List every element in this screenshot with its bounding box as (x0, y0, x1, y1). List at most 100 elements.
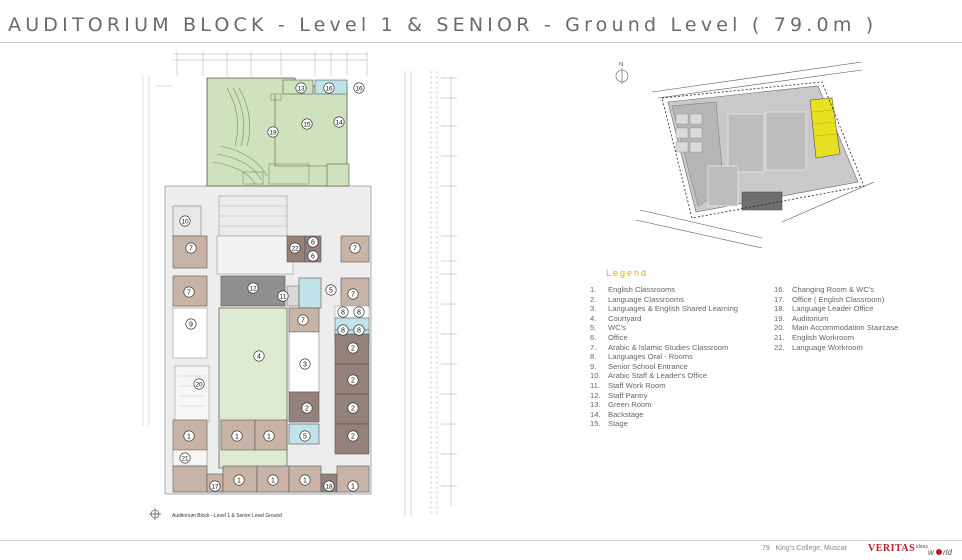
legend-item: 12.Staff Pantry (590, 391, 738, 401)
room-number: 5 (303, 434, 307, 441)
room-badge (299, 474, 311, 486)
legend-number: 16. (774, 285, 785, 294)
room-number: 15 (303, 122, 311, 129)
footer-text: 79 King's College, Muscat (762, 545, 847, 552)
room-badge (353, 324, 365, 336)
legend-number: 18. (774, 304, 785, 314)
legend-item: 20.Main Accommodation Staircase (774, 323, 898, 333)
room-number: 8 (341, 310, 345, 317)
room-number: 7 (189, 246, 193, 253)
legend-number: 8. (590, 352, 597, 362)
legend-label: Languages & English Shared Learning (608, 304, 739, 314)
legend-item: 4.Courtyard (590, 314, 738, 324)
room-number: 2 (305, 406, 309, 413)
legend-item: 19. Auditorium (774, 314, 898, 324)
ideas-world-logo: ideas w rld (916, 544, 952, 557)
legend-label: Arabic Staff & Leader's Office (608, 371, 708, 381)
room-badge (353, 306, 365, 318)
room-number: 1 (235, 434, 239, 441)
room-badge (307, 250, 319, 262)
room-badge (247, 282, 259, 294)
plan-caption: Auditorium Block - Level 1 & Senior Leve… (172, 513, 283, 519)
legend-number: 3. (590, 304, 597, 314)
room-badge (193, 378, 205, 390)
legend-number: 22. (774, 342, 785, 352)
legend-label: Office (608, 332, 628, 342)
room-number: 6 (311, 254, 315, 261)
room-number: 7 (187, 290, 191, 297)
title-divider (0, 42, 962, 43)
school-name: King's College, Muscat (775, 545, 847, 552)
room-number: 2 (351, 434, 355, 441)
legend-label: Language Workroom (792, 342, 863, 352)
room-badge (263, 430, 275, 442)
legend-item: 15.Stage (590, 419, 738, 429)
room-badge (183, 286, 195, 298)
legend-number: 5. (590, 323, 597, 333)
room-number: 7 (351, 292, 355, 299)
legend-label: Office ( English Classroom) (792, 294, 885, 304)
footer-divider (0, 540, 962, 541)
room-number: 22 (291, 246, 299, 253)
room-badge (233, 474, 245, 486)
room-number: 2 (351, 378, 355, 385)
north-label: N (619, 62, 623, 68)
room-badge (267, 474, 279, 486)
legend-label: Senior School Entrance (608, 361, 688, 371)
legend-number: 20. (774, 323, 785, 333)
legend-label: Staff Work Room (608, 380, 666, 390)
room-badge (295, 82, 307, 94)
room-number: 1 (187, 434, 191, 441)
legend-label: Language Leader Office (792, 304, 874, 314)
room-number: 9 (189, 322, 193, 329)
room-badge (347, 374, 359, 386)
room-badge (347, 288, 359, 300)
legend-item: 17. Office ( English Classroom) (774, 295, 898, 305)
room-badge (347, 402, 359, 414)
room-number: 16 (355, 86, 363, 93)
room-badge (253, 350, 265, 362)
legend-item: 3. Languages & English Shared Learning (590, 304, 738, 314)
room-number: 7 (301, 318, 305, 325)
room-number: 20 (195, 382, 203, 389)
svg-text:rld: rld (943, 548, 952, 557)
room-number: 19 (269, 130, 277, 137)
room-badge (307, 236, 319, 248)
legend-label: Green Room (608, 400, 652, 410)
room-number: 8 (341, 328, 345, 335)
room-badge (301, 402, 313, 414)
room-number: 17 (211, 484, 219, 491)
room-badge (185, 318, 197, 330)
legend-item: 5.WC's (590, 323, 738, 333)
room-number: 18 (325, 484, 333, 491)
room-badge (179, 452, 191, 464)
room-badge (347, 342, 359, 354)
room-number: 14 (335, 120, 343, 127)
legend-item: 10.Arabic Staff & Leader's Office (590, 371, 738, 381)
room-number: 1 (267, 434, 271, 441)
legend-label: Courtyard (608, 313, 642, 323)
room-badge (179, 215, 191, 227)
room-badge (267, 126, 279, 138)
room-badge (325, 284, 337, 296)
room-badge (337, 306, 349, 318)
site-plan: N (615, 62, 874, 248)
room-number: 6 (311, 240, 315, 247)
legend-number: 19. (774, 313, 785, 323)
room-badge (337, 324, 349, 336)
legend-item: 8.Languages Oral - Rooms (590, 352, 738, 362)
legend-label: Auditorium (792, 313, 829, 323)
legend-item: 14.Backstage (590, 410, 738, 420)
legend-item: 18. Language Leader Office (774, 304, 898, 314)
room-number: 16 (325, 86, 333, 93)
room-number: 5 (329, 288, 333, 295)
legend-item: 9.Senior School Entrance (590, 362, 738, 372)
legend-number: 15. (590, 419, 601, 429)
legend-item: 21.English Workroom (774, 333, 898, 343)
room-badge (297, 314, 309, 326)
legend-number: 17. (774, 294, 785, 304)
room-number: 12 (249, 286, 257, 293)
room-number: 4 (257, 354, 261, 361)
room-number: 1 (303, 478, 307, 485)
